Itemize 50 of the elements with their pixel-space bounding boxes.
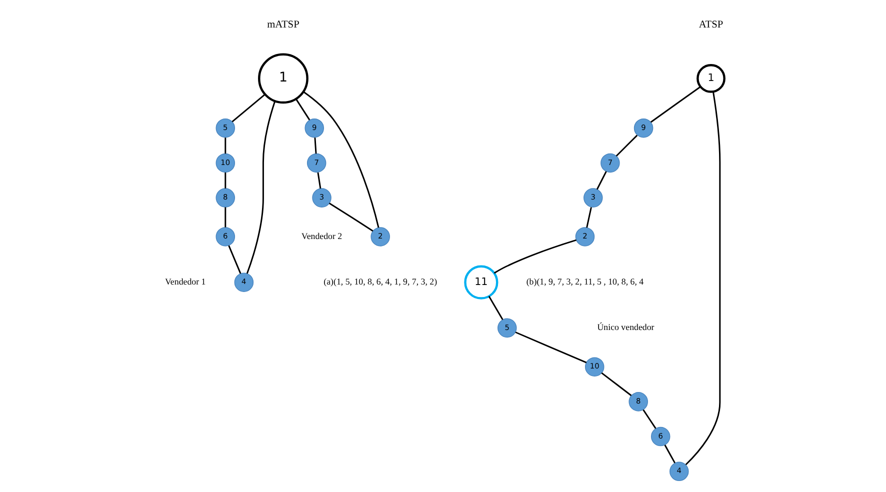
connector: [596, 171, 607, 190]
node-circle: 4: [670, 462, 689, 482]
connector: [650, 86, 701, 123]
connector: [685, 92, 721, 466]
label: (a)(1, 5, 10, 8, 6, 4, 1, 9, 7, 3, 2): [324, 276, 438, 287]
node-circle: 7: [306, 153, 326, 173]
connector: [246, 101, 276, 274]
connector: [328, 202, 374, 232]
node-circle: 3: [312, 188, 332, 208]
node-circle: 5: [216, 118, 236, 138]
node-circle: 6: [650, 426, 670, 446]
connector: [515, 332, 587, 364]
connector: [488, 296, 504, 320]
label: (b)(1, 9, 7, 3, 2, 11, 5 , 10, 8, 6, 4: [526, 276, 644, 287]
node-circle: 6: [216, 227, 236, 246]
label: Vendedor 2: [301, 231, 342, 242]
connector: [232, 94, 266, 122]
node-circle: 3: [584, 188, 603, 208]
label: mATSP: [267, 19, 300, 30]
node-circle: 7: [600, 153, 620, 173]
node-circle: 10: [584, 357, 604, 376]
connector: [317, 172, 322, 189]
connector: [303, 91, 380, 228]
connector: [664, 444, 676, 464]
connector: [494, 239, 576, 274]
node-circle: 8: [216, 188, 236, 208]
node-circle: 9: [304, 118, 324, 138]
connector: [616, 134, 638, 157]
connector: [642, 409, 656, 429]
connector: [224, 207, 226, 228]
node-circle: 1: [696, 64, 726, 93]
label: ATSP: [698, 19, 724, 30]
label: Único vendedor: [597, 322, 654, 332]
node-circle: 10: [216, 153, 236, 173]
connector: [586, 207, 592, 228]
node-circle: 9: [634, 118, 654, 138]
node-circle: 5: [498, 318, 517, 338]
connector: [228, 245, 242, 274]
connector: [295, 98, 310, 120]
label: Vendedor 1: [165, 276, 206, 287]
node-circle: 1: [258, 53, 308, 104]
connector: [601, 372, 632, 396]
connector: [314, 138, 317, 154]
connector: [224, 138, 226, 154]
connector: [224, 172, 226, 188]
node-circle: 8: [628, 392, 648, 412]
node-circle: 4: [234, 272, 254, 292]
node-circle: 2: [575, 227, 595, 246]
node-circle: 11: [464, 265, 498, 300]
node-circle: 2: [370, 227, 390, 246]
